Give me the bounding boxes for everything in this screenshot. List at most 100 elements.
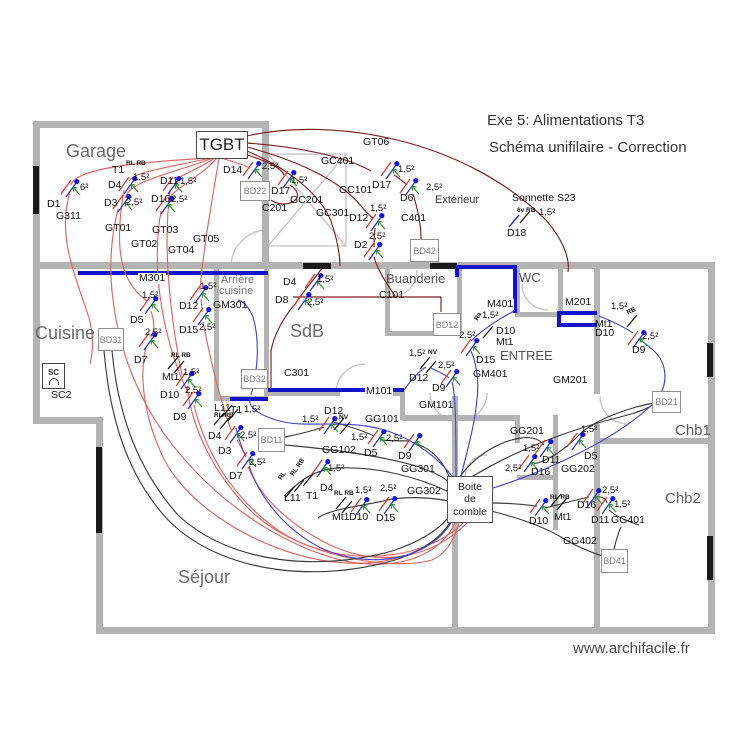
breaker-symbol[interactable] [155,196,176,215]
breaker-symbol[interactable] [365,213,386,232]
breaker-symbol[interactable] [292,292,313,311]
symbol-stroke [309,276,321,292]
symbol-stroke [175,371,187,387]
symbol-stroke [201,292,207,295]
breaker-symbol[interactable] [367,429,388,448]
symbol-stroke [289,177,298,187]
wire-black-circuit [111,350,448,563]
breaker-symbol[interactable] [175,371,196,390]
switch-hash-symbol[interactable] [626,314,638,328]
switch-double-hash-symbol[interactable] [419,356,437,374]
breaker-symbol[interactable] [378,496,399,515]
breaker-symbol[interactable] [596,496,617,515]
breaker-symbol[interactable] [534,439,555,458]
breaker-symbol[interactable] [192,307,213,326]
breaker-dot [641,330,647,336]
breaker-symbol[interactable] [139,296,160,315]
wire-darkred-circuit [246,142,372,172]
symbol-stroke [534,501,546,517]
switch-double-hash-symbol[interactable] [333,417,351,435]
wire-red-circuit [124,157,214,199]
switch-double-hash-symbol[interactable] [550,493,568,511]
symbol-stroke [60,179,72,195]
symbol-stroke [330,423,336,426]
switch-double-hash-symbol[interactable] [335,496,353,514]
wall-segment [594,438,712,444]
symbol-stroke [411,185,420,195]
symbol-stroke [519,210,531,224]
breaker-symbol[interactable] [242,161,263,180]
breaker-symbol[interactable] [112,194,133,213]
breaker-symbol[interactable] [582,488,603,507]
breaker-symbol[interactable] [60,179,81,198]
symbol-stroke [377,220,386,230]
wall-segment [33,262,40,424]
symbol-stroke [242,161,254,177]
symbol-stroke [151,303,154,309]
breaker-symbol[interactable] [311,459,332,478]
switch-double-hash-symbol[interactable] [167,356,185,374]
symbol-stroke [508,214,520,228]
switch-hash-symbol[interactable] [519,210,531,224]
breaker-symbol[interactable] [162,176,183,195]
breaker-dot [126,194,132,200]
symbol-stroke [174,183,183,193]
switch-hash-symbol[interactable] [284,485,296,499]
symbol-stroke [546,446,555,456]
breaker-symbol[interactable] [189,285,210,304]
breaker-symbol[interactable] [627,330,648,349]
breaker-symbol[interactable] [363,242,384,261]
switch-hash-symbol[interactable] [482,325,494,339]
breaker-symbol[interactable] [399,178,420,197]
breaker-symbol[interactable] [277,170,298,189]
symbol-stroke [304,299,310,302]
breaker-symbol[interactable] [118,176,139,195]
wire-black-circuit [317,497,450,519]
breaker-symbol[interactable] [318,416,339,435]
breaker-symbol[interactable] [236,451,257,470]
breaker-symbol[interactable] [440,369,461,388]
symbol-stroke [187,378,196,388]
symbol-stroke [608,503,611,509]
switch-hash-symbol[interactable] [293,479,305,493]
breaker-symbol[interactable] [566,432,587,451]
breaker-dot [379,213,385,219]
switch-double-hash-symbol[interactable] [213,412,231,430]
wire-red-circuit [186,385,460,565]
symbol-stroke [390,503,396,506]
symbol-stroke [201,292,210,302]
symbol-stroke [297,295,309,311]
symbol-stroke [323,419,335,435]
wire-black-circuit [284,426,325,438]
symbol-stroke [587,491,599,507]
breaker-symbol[interactable] [182,391,203,410]
window-marker [707,343,713,377]
symbol-stroke [425,360,437,374]
breaker-symbol[interactable] [403,433,424,452]
breaker-dot [417,433,423,439]
wall-segment [452,396,458,480]
breaker-symbol[interactable] [350,497,371,516]
symbol-stroke [189,285,201,301]
wire-darkred-circuit [293,296,442,312]
wall-segment [33,121,269,128]
switch-hash-symbol[interactable] [302,473,314,487]
doorbell-wire-symbol[interactable] [508,214,520,228]
symbol-stroke [194,288,206,304]
symbol-stroke [174,183,180,186]
breaker-symbol[interactable] [138,332,159,351]
breaker-symbol[interactable] [380,161,401,180]
breaker-symbol[interactable] [224,425,245,444]
breaker-symbol[interactable] [529,498,550,517]
breaker-symbol[interactable] [304,273,325,292]
symbol-stroke [440,369,452,385]
breaker-symbol[interactable] [518,454,539,473]
symbol-stroke [150,339,159,349]
symbol-stroke [139,296,151,312]
symbol-stroke [392,168,395,174]
wire-darkred-circuit [373,256,396,297]
switch-double-hash-symbol[interactable] [221,404,239,422]
symbol-stroke [167,356,179,370]
breaker-symbol[interactable] [460,338,481,357]
